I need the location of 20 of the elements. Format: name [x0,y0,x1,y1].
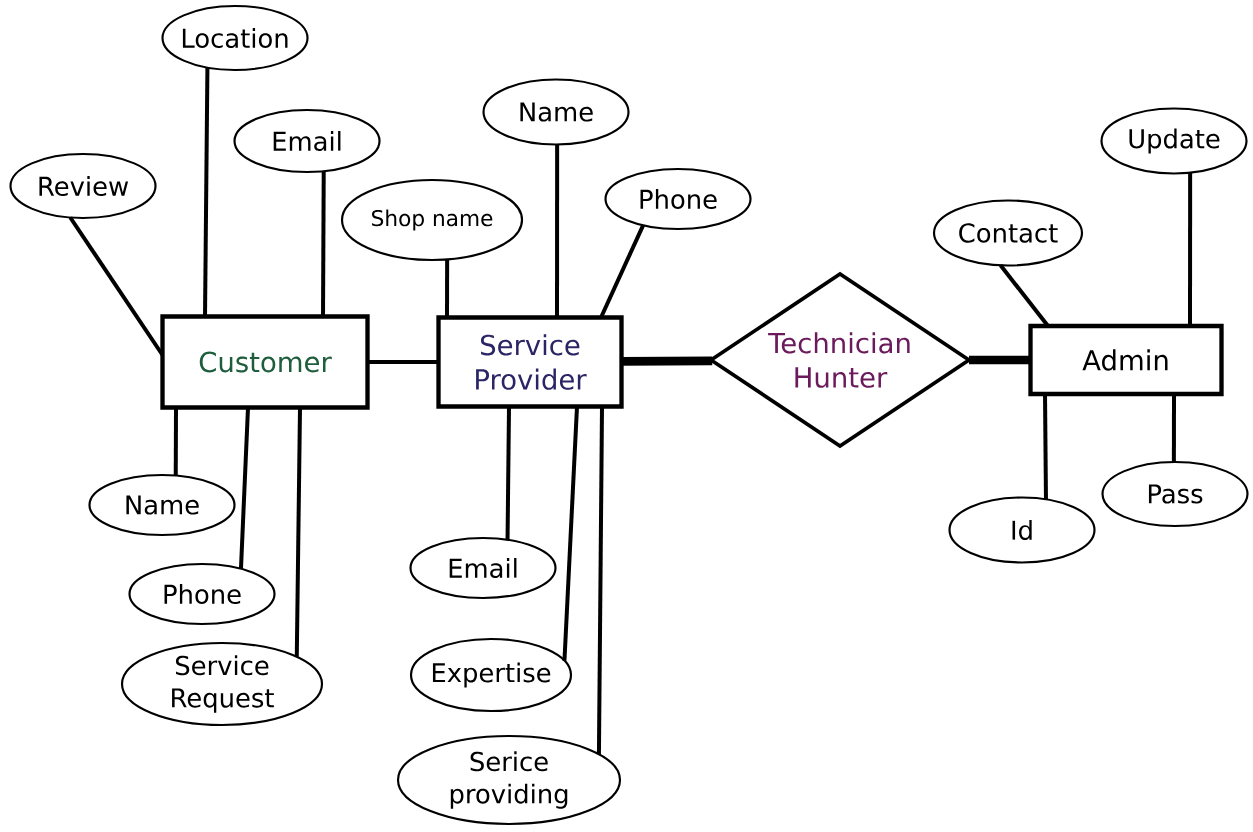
connector-line [969,355,1031,365]
connector-line [599,224,645,319]
connector-line [1188,172,1193,326]
entity-box: Service Provider [436,315,624,409]
entity-box: Admin [1028,323,1224,397]
connector-line [367,360,439,364]
connector-line [238,407,250,569]
connector-line [562,406,579,661]
connector-line [445,259,450,318]
connector-line [294,407,302,657]
connector-line [621,356,713,366]
connector-line [505,406,511,540]
connector-line [1171,394,1176,462]
connector-line [321,171,326,317]
entity-box: Customer [160,314,370,410]
connector-line [1043,393,1048,500]
connector-line [596,406,604,755]
connector-line [203,67,210,317]
connector-line [555,144,560,318]
connector-line [173,407,178,476]
